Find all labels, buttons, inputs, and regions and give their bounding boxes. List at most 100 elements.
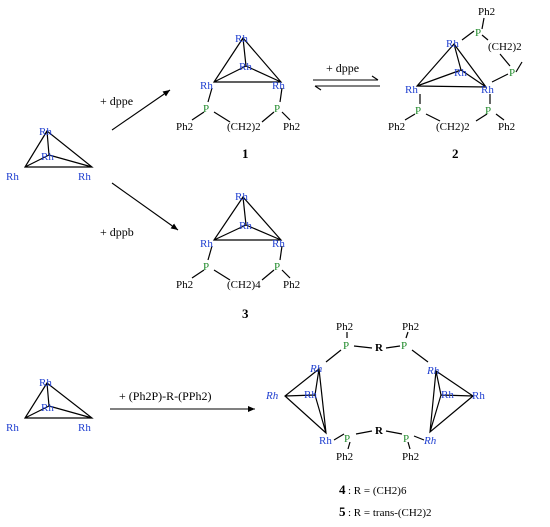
rh-p-bond	[325, 349, 342, 363]
rh-atom: Rh	[446, 38, 459, 50]
rh-p-bond	[279, 87, 283, 103]
p-atom: P	[509, 67, 515, 79]
p-atom: P	[343, 340, 349, 352]
rh-atom: Rh	[200, 80, 213, 92]
p-ph-bond	[495, 113, 505, 121]
compound-number-4: 4	[339, 482, 346, 497]
forward-half-head	[371, 75, 379, 81]
right-cluster-bonds	[429, 369, 474, 434]
cluster-bonds	[23, 130, 94, 168]
compound-number-5: 5	[339, 504, 346, 519]
rh-atom: Rh	[304, 389, 317, 401]
p-bridge-bond	[261, 111, 275, 123]
reagent-dppb: + dppb	[100, 225, 134, 239]
compound-number-1: 1	[242, 146, 249, 161]
reverse-half-head	[314, 85, 322, 91]
p-ph-bond	[281, 111, 291, 121]
rh-atom: Rh	[472, 390, 485, 402]
rh-atom: Rh	[405, 84, 418, 96]
p-ph-bond	[347, 441, 351, 450]
rh-atom: Rh	[41, 402, 54, 414]
reagent-dppe: + dppe	[100, 94, 133, 108]
rh-atom: Rh	[481, 84, 494, 96]
rh-atom: Rh	[426, 365, 440, 377]
rh-atom: Rh	[39, 126, 52, 138]
p-atom: P	[415, 105, 421, 117]
p-bridge-bond	[213, 269, 231, 281]
p-bridge-bond	[499, 53, 511, 67]
p-atom: P	[403, 433, 409, 445]
p-ph-bond	[191, 111, 205, 121]
p-atom: P	[485, 105, 491, 117]
rh-p-bond	[279, 245, 283, 261]
ph2-group: Ph2	[336, 321, 353, 333]
p-bridge-bond	[425, 113, 441, 122]
legend-4-text: : R = (CH2)6	[348, 485, 407, 497]
p-ph-bond	[191, 269, 205, 279]
rh-atom: Rh	[319, 435, 332, 447]
ph2-group: Ph2	[388, 121, 405, 133]
ph2-group: Ph2	[176, 121, 193, 133]
r-p-bond	[385, 345, 401, 349]
rh-atom: Rh	[423, 435, 437, 447]
p-bridge-bond	[475, 113, 488, 122]
rh-atom: Rh	[239, 220, 252, 232]
rh-p-bond	[207, 87, 213, 103]
arrow-to-3	[111, 182, 179, 231]
p-ph-bond	[407, 441, 411, 450]
ph2-group: Ph2	[176, 279, 193, 291]
ph2-group: Ph2	[498, 121, 515, 133]
arrow-to-1	[111, 89, 171, 131]
ph2-group: Ph2	[402, 321, 419, 333]
p-ph-bond	[515, 61, 523, 73]
rh-atom: Rh	[78, 171, 91, 183]
p-bridge-bond	[213, 111, 231, 123]
p-bridge-bond	[261, 269, 275, 281]
r-p-bond	[385, 430, 403, 435]
rh-atom: Rh	[309, 363, 323, 375]
p-r-bond	[353, 345, 373, 349]
rh-atom: Rh	[39, 377, 52, 389]
r-group: R	[375, 425, 384, 437]
p-atom: P	[401, 340, 407, 352]
macrocycle-structure: Ph2 Ph2 P R P Rh Rh Rh Rh Rh Rh Rh Rh P …	[265, 321, 485, 463]
rh-atom: Rh	[272, 80, 285, 92]
rh3-cluster-start-top: Rh Rh Rh Rh	[6, 126, 94, 183]
ph2-group: Ph2	[478, 6, 495, 18]
p-atom: P	[203, 103, 209, 115]
left-cluster-bonds	[284, 367, 327, 435]
p-rh-bond	[411, 349, 429, 363]
r-group: R	[375, 342, 384, 354]
bridge-label: (CH2)4	[227, 279, 261, 291]
rh-atom: Rh	[78, 422, 91, 434]
rh-atom: Rh	[265, 390, 279, 402]
bridge-label: (CH2)2	[488, 41, 522, 53]
p-atom: P	[203, 261, 209, 273]
rh-atom: Rh	[454, 67, 467, 79]
rh-p-bond	[333, 433, 345, 441]
p-rh-bond	[413, 435, 425, 441]
compound-legend: 4 : R = (CH2)6 5 : R = trans-(CH2)2	[339, 482, 432, 519]
compound-2-structure: Ph2 P Rh (CH2)2 Rh P Rh Rh P P Ph2 (CH2)…	[388, 6, 523, 133]
p-atom: P	[475, 27, 481, 39]
compound-number-2: 2	[452, 146, 459, 161]
compound-number-3: 3	[242, 306, 249, 321]
p-ph-bond	[281, 269, 291, 279]
equilibrium-arrows	[313, 75, 380, 91]
rh-p-bond	[461, 30, 475, 41]
cluster-bonds	[415, 43, 488, 88]
p-ph-bond	[404, 113, 416, 121]
p-ph-bond	[405, 331, 409, 339]
bridge-label: (CH2)2	[227, 121, 261, 133]
rh-atom: Rh	[239, 61, 252, 73]
rh-atom: Rh	[441, 389, 454, 401]
rh-atom: Rh	[235, 191, 248, 203]
reagent-dppe-equilibrium: + dppe	[326, 61, 359, 75]
p-bridge-bond	[481, 34, 489, 41]
rh-atom: Rh	[200, 238, 213, 250]
ph2-group: Ph2	[402, 451, 419, 463]
ph2-group: Ph2	[336, 451, 353, 463]
p-ph-bond	[481, 17, 485, 30]
cluster-bonds	[212, 196, 283, 241]
